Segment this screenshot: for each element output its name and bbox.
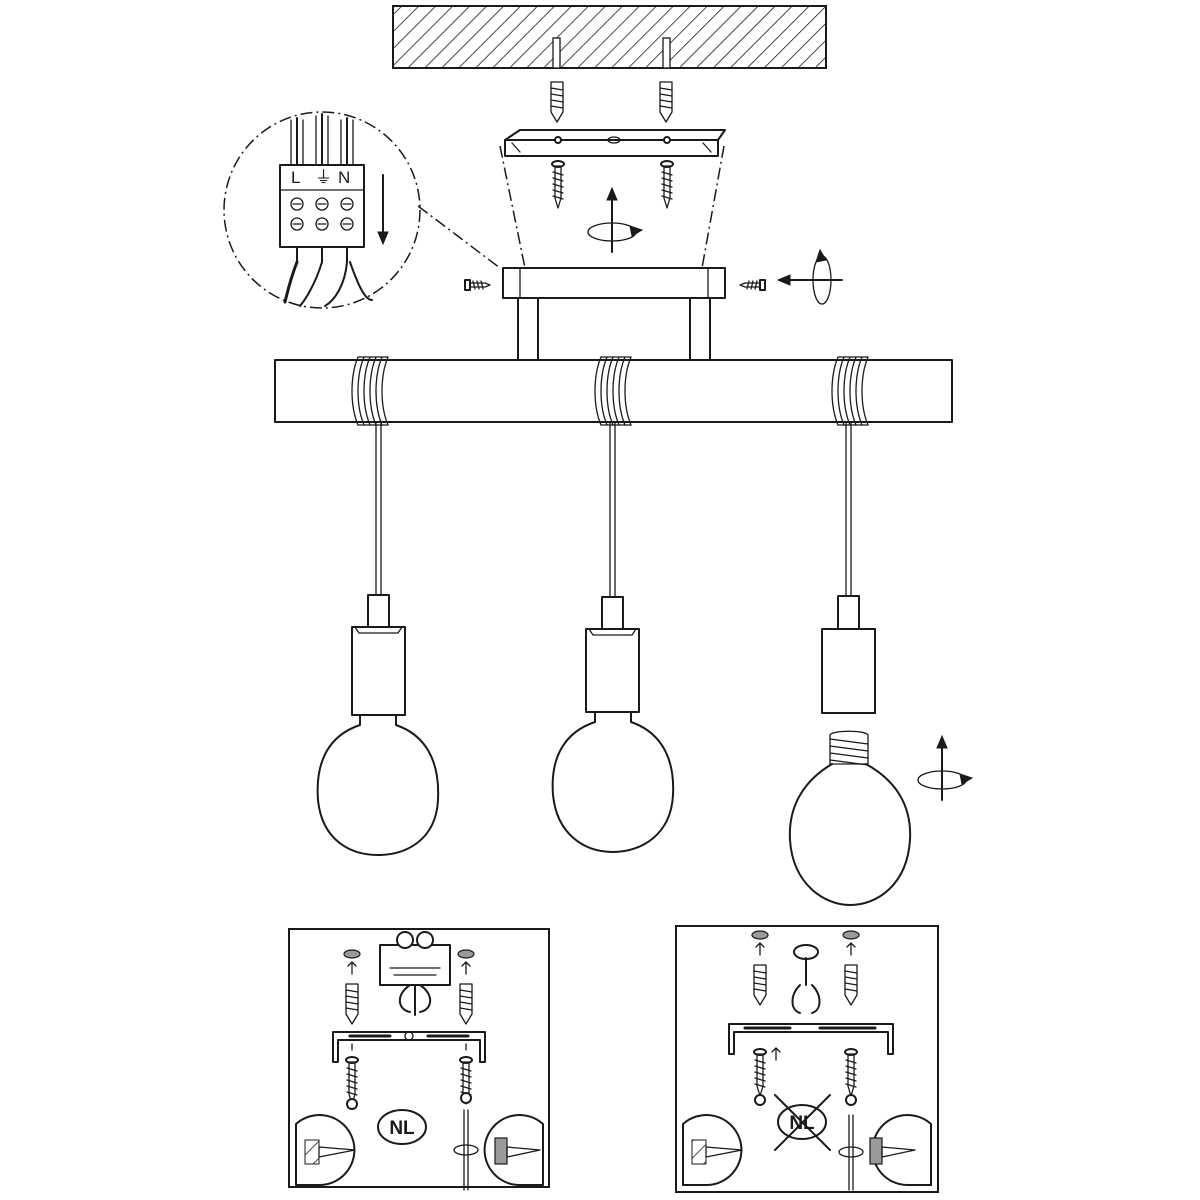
terminal-label-earth: ⏚ — [315, 168, 332, 187]
cable-wrap — [351, 356, 869, 426]
mounting-bracket — [504, 129, 726, 157]
terminal-label-l: L — [291, 168, 300, 187]
terminal-label-n: N — [338, 168, 350, 187]
wood-ceiling-detail-icon — [682, 1114, 743, 1186]
ceiling-hook — [791, 944, 821, 1014]
region-badge-nl: NL — [377, 1109, 427, 1145]
rotate-arrow-icon — [777, 249, 843, 305]
wiring-detail-inset: L ⏚ N — [223, 111, 501, 309]
pendant-lamp — [585, 421, 640, 713]
light-bulb — [551, 711, 675, 853]
pendant-lamp — [351, 421, 406, 716]
mounting-bracket — [332, 1031, 486, 1063]
wood-ceiling-detail-icon — [295, 1114, 356, 1186]
concrete-ceiling-detail-icon — [869, 1114, 932, 1187]
canopy-outline — [499, 145, 725, 269]
canopy-plate — [502, 267, 726, 299]
badge-label: NL — [389, 1118, 415, 1139]
rotate-arrow-icon — [917, 735, 973, 801]
support-posts — [517, 297, 711, 361]
concrete-ceiling-detail-icon — [483, 1114, 544, 1187]
light-bulb-detached — [788, 730, 912, 906]
wall-plug-icon — [550, 81, 673, 123]
mounting-bracket — [728, 1023, 894, 1055]
ceiling — [392, 5, 827, 69]
junction-box — [379, 931, 451, 1016]
rotate-arrow-icon — [587, 187, 643, 253]
light-bulb — [316, 714, 440, 856]
hook-instruction-panel: NL — [675, 925, 939, 1193]
region-badge-nl-crossed: NL — [774, 1094, 831, 1151]
ceiling-box-instruction-panel: NL — [288, 928, 550, 1191]
pendant-lamp — [821, 421, 876, 714]
